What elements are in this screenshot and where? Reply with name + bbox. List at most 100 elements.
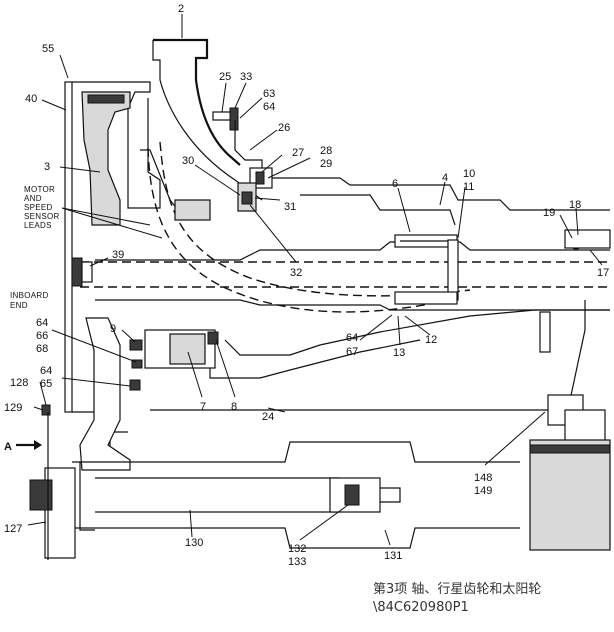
bearing-race-10 [447,239,459,301]
connector-39 [71,257,93,287]
inboard-flange [29,404,76,560]
bolt-28 [255,171,265,185]
callout-2: 2 [178,3,184,15]
callout-3: 3 [44,161,50,173]
motor-core [169,333,206,365]
lead-path-1 [147,147,451,313]
upper-housing-inner [152,40,263,201]
sun-gear-region [564,229,611,250]
right-strut [539,300,606,451]
bracket-26 [234,120,263,170]
callout-17: 17 [597,267,609,279]
strut-clamp-upper [539,311,551,353]
motor-label-line1: MOTOR [24,185,55,194]
connector-8 [207,331,219,345]
motor-label-line2: AND [24,194,42,203]
caption-title: 第3项 轴、行星齿轮和太阳轮 [373,582,542,597]
lower-tube-assembly [72,409,611,551]
fitting-65 [129,379,141,391]
callout-19: 19 [543,207,555,219]
callout-12: 12 [425,334,437,346]
fastener-31 [241,191,253,205]
callout-25: 25 [219,71,231,83]
callout-32: 32 [290,267,302,279]
connector-39-body [71,257,83,287]
callout-4: 4 [442,172,448,184]
callout-64-left: 64 [36,317,48,329]
callout-66: 66 [36,330,48,342]
view-arrow-head [34,440,42,450]
stud-132 [380,487,401,503]
nut-33 [229,107,239,131]
callout-129: 129 [4,402,22,414]
callout-10: 10 [463,168,475,180]
shaft-upper-edge [95,241,610,261]
callout-64-upper: 64 [263,101,275,113]
shaft-end-17 [564,229,611,249]
callout-64-lower: 64 [40,365,52,377]
inboard-label-line1: INBOARD [10,291,49,300]
callout-133: 133 [288,556,306,568]
callout-67: 67 [346,346,358,358]
wheel-rim-profile [79,91,131,471]
callout-8: 8 [231,401,237,413]
callout-6: 6 [392,178,398,190]
outer-block-131 [529,439,611,551]
main-housing [64,38,610,531]
rim-lower-section [79,317,131,471]
callout-28: 28 [320,145,332,157]
housing-bottom-edge [224,309,610,356]
callout-63: 63 [263,88,275,100]
callout-13: 13 [393,347,405,359]
housing-lower-wall [209,339,421,379]
rim-upper-section [81,91,131,226]
callout-31: 31 [284,201,296,213]
callout-40: 40 [25,93,37,105]
callout-55: 55 [42,43,54,55]
inboard-nut [29,479,53,511]
callout-33: 33 [240,71,252,83]
callout-9: 9 [110,323,116,335]
connector-39-plug [81,261,93,283]
motor-label-line3: SPEED [24,203,53,212]
motor-label-line5: LEADS [24,221,52,230]
callout-130: 130 [185,537,203,549]
callout-7: 7 [200,401,206,413]
bearing-assembly-upper [394,234,459,305]
outer-block-band [529,444,611,454]
tube-inner-bore [95,477,340,513]
callout-127: 127 [4,523,22,535]
seal-block-3 [174,199,211,221]
shaft-lower-edge [95,299,610,311]
tube-130-outline [72,441,520,463]
left-flange-plate [64,81,73,413]
callout-30: 30 [182,155,194,167]
callout-65: 65 [40,378,52,390]
callout-numbers: 2 55 40 25 33 63 64 26 27 28 29 30 31 3 … [4,3,609,568]
callout-64-center: 64 [346,332,358,344]
callout-149: 149 [474,485,492,497]
callout-29: 29 [320,158,332,170]
bolt-133 [344,484,360,506]
housing-top-edge [262,177,610,211]
motor-block [129,329,219,391]
callout-39: 39 [112,249,124,261]
fitting-64 [131,359,143,369]
callout-11: 11 [463,181,474,193]
housing-top-step [300,194,456,226]
shaft-section [80,241,610,311]
bolt-128 [41,404,51,416]
callout-128: 128 [10,377,28,389]
callout-26: 26 [278,122,290,134]
callout-148: 148 [474,472,492,484]
callout-18: 18 [569,199,581,211]
bearing-cage-lower [394,291,458,305]
callout-24: 24 [262,411,274,423]
callout-27: 27 [292,147,304,159]
plug-9 [129,339,143,351]
lead-conduit [140,149,179,211]
callout-132: 132 [288,543,306,555]
rim-top-band [87,94,125,104]
callout-A: A [4,441,12,453]
